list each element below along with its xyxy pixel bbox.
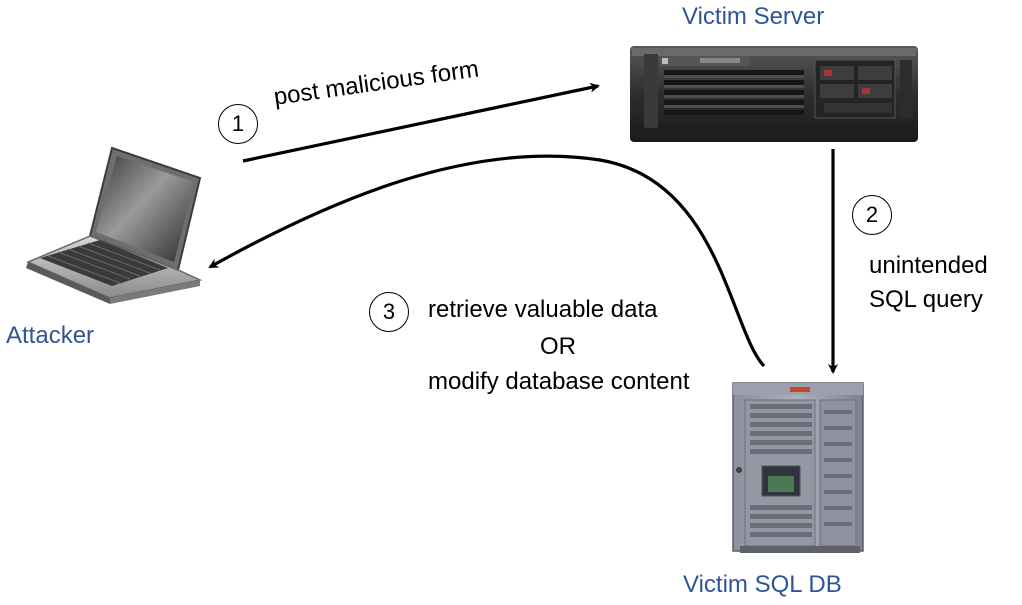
server-label: Victim Server bbox=[682, 3, 825, 30]
arrow-attacker-to-server bbox=[242, 82, 600, 163]
step-3-marker: 3 bbox=[369, 292, 409, 332]
arrow-db-to-attacker bbox=[208, 154, 766, 368]
step-2-text-line2: SQL query bbox=[869, 286, 983, 313]
step-3-text-line3: modify database content bbox=[428, 368, 690, 395]
attacker-label: Attacker bbox=[6, 322, 95, 349]
step-3-text-line2: OR bbox=[540, 333, 576, 360]
step-1-marker: 1 bbox=[218, 104, 258, 144]
step-2-text-line1: unintended bbox=[869, 252, 988, 279]
step-2-marker: 2 bbox=[852, 195, 892, 235]
database-label: Victim SQL DB bbox=[683, 571, 842, 598]
step-3-text-line1: retrieve valuable data bbox=[428, 296, 658, 323]
